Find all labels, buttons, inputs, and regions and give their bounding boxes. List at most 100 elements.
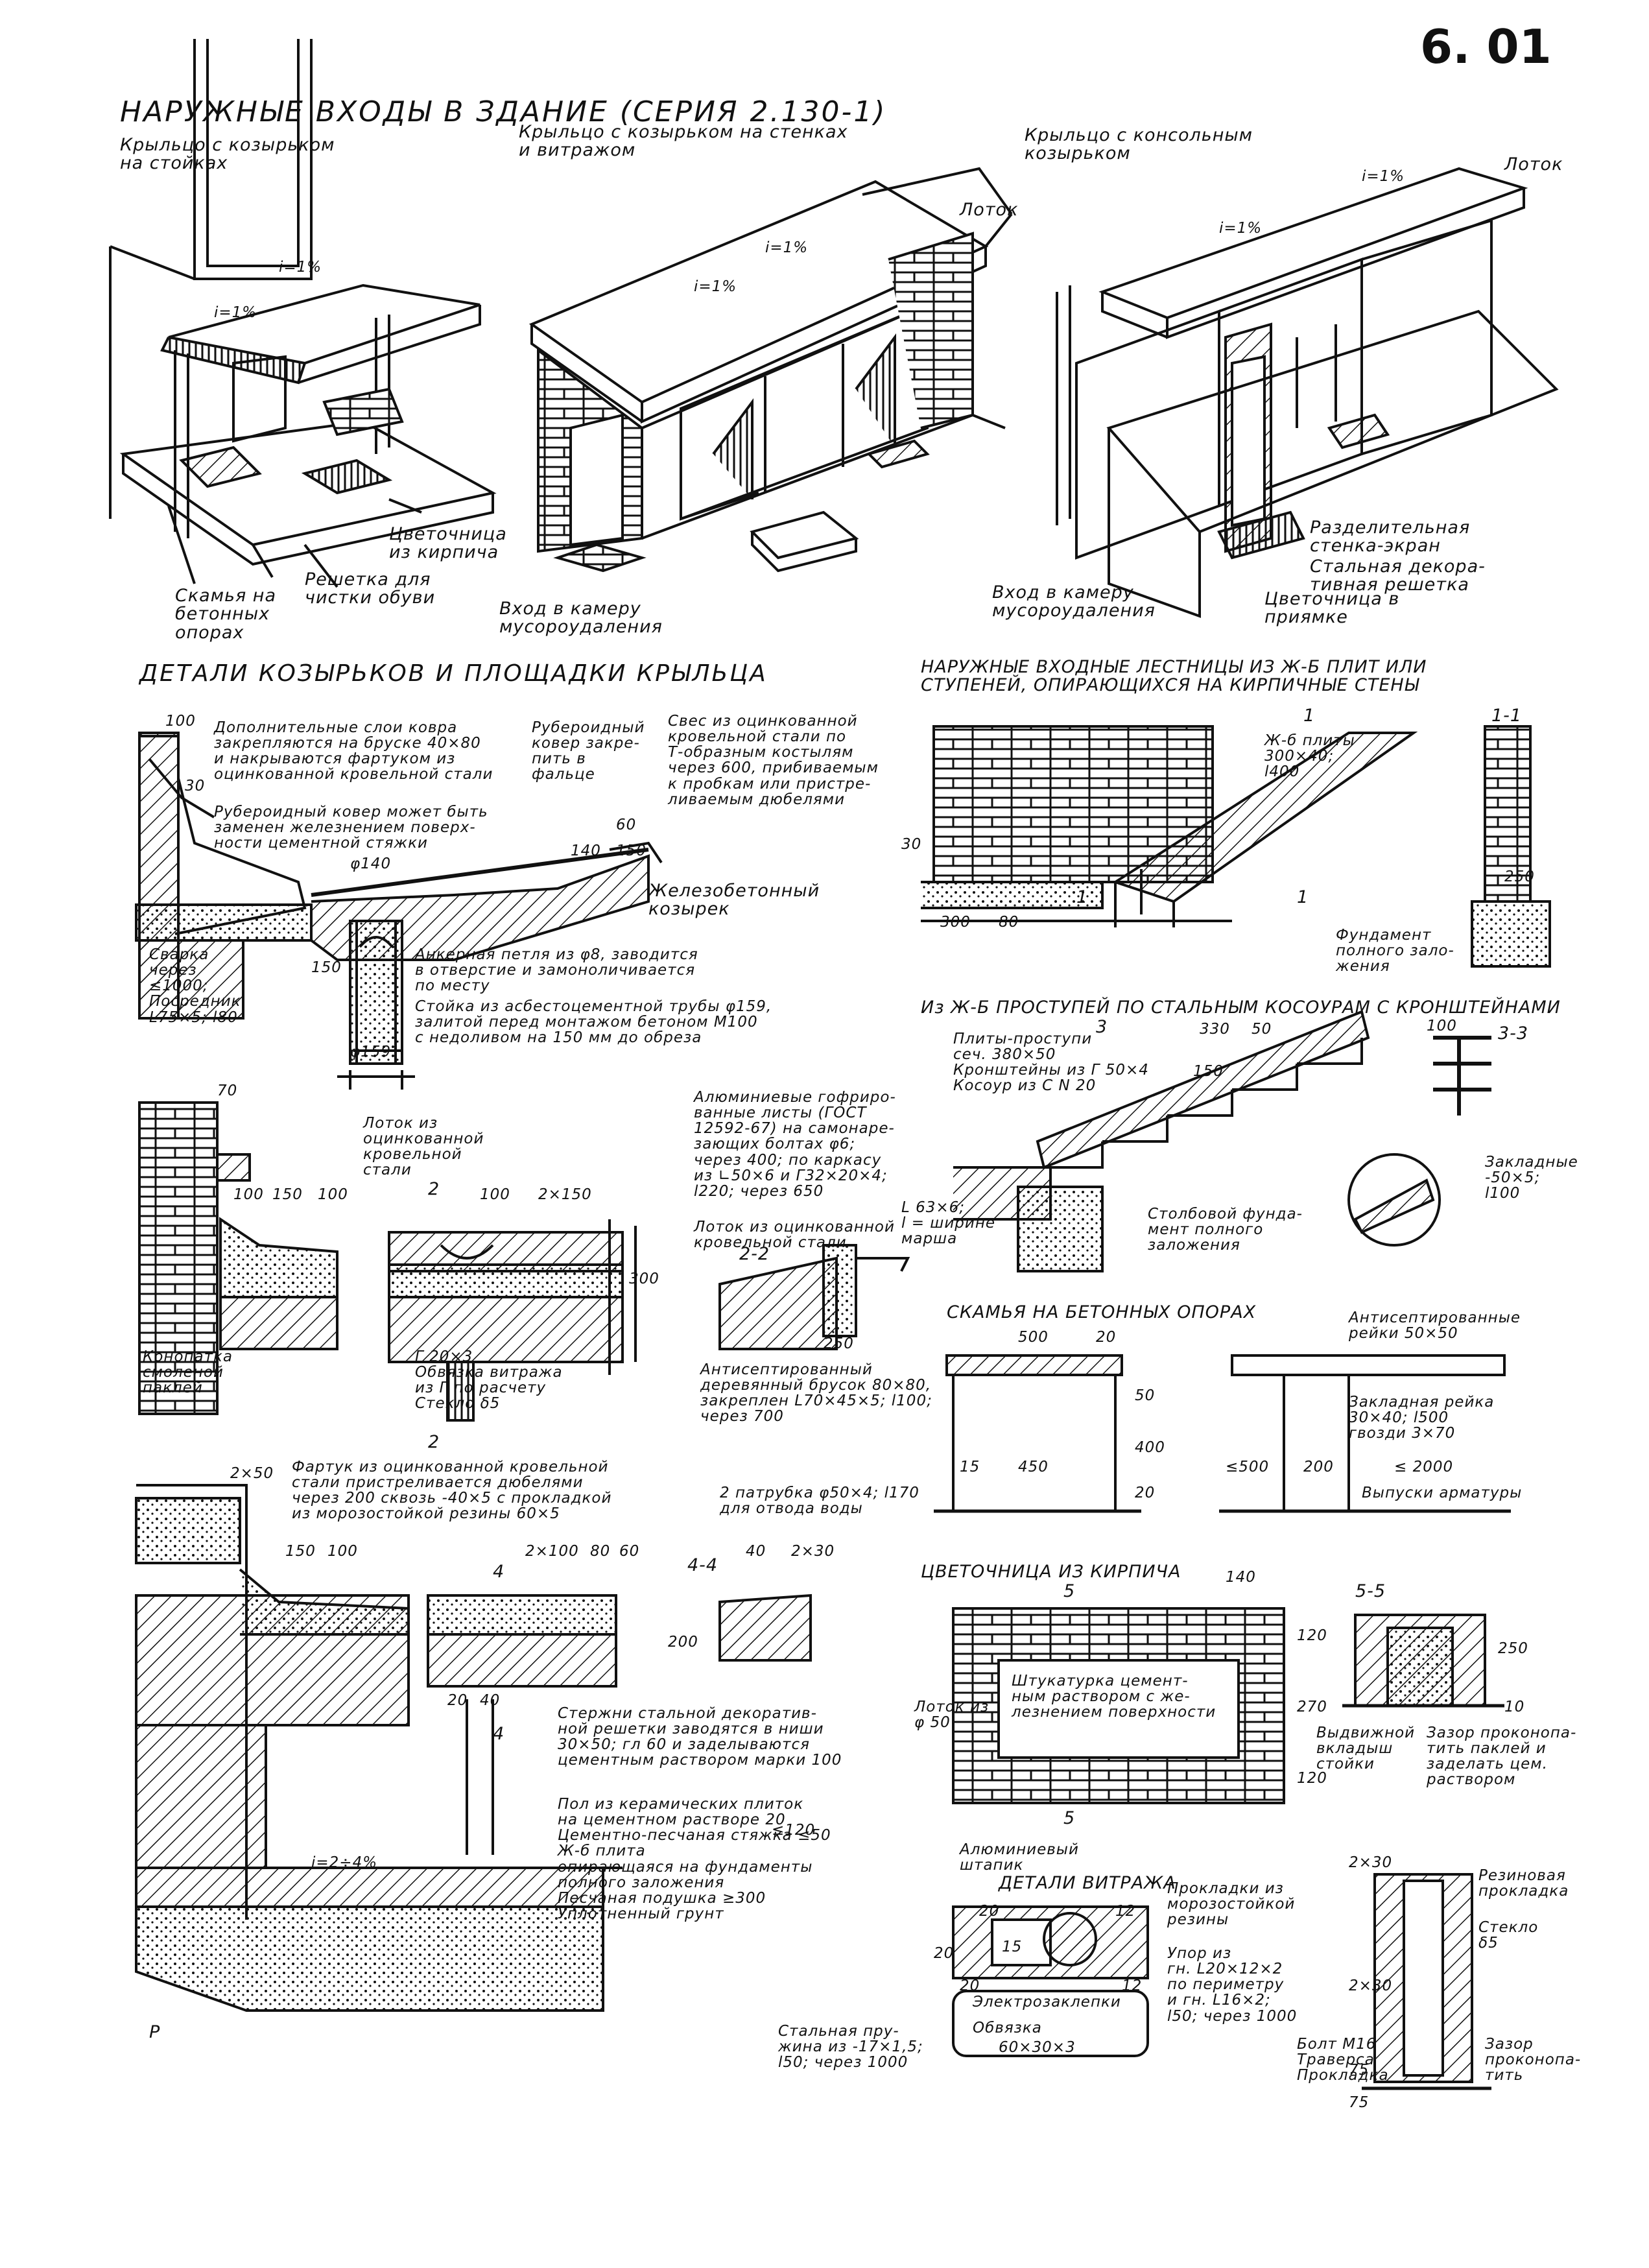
frame-size-label: 60×30×3 [999,2039,1076,2056]
gaskets-note: Прокладки из морозостойкой резины [1167,1880,1296,1929]
floor-layers-note: Пол из керамических плиток на цементном … [558,1796,831,1922]
dim-bench-20b: 20 [1135,1485,1156,1501]
dim-s2-100c: 100 [480,1186,510,1203]
slope-label-2: i=1% [214,304,257,321]
dim-100: 100 [165,713,196,730]
dim-v-2x30: 2×30 [1349,1854,1393,1871]
brick-flowerbed [952,1607,1504,1804]
section-mark-1b: 1 [1076,887,1089,907]
note-ruberoid: Рубероидный ковер может быть заменен жел… [214,804,488,852]
tray-pipe-note: Лоток из φ 50 [914,1699,990,1732]
tray-note: Лоток из оцинкованной кровельной стали [363,1115,484,1179]
dim-bench-50: 50 [1135,1387,1156,1404]
foundation-note: Фундамент полного зало- жения [1336,927,1454,975]
vitrage-details-title: ДЕТАЛИ ВИТРАЖА [999,1873,1176,1893]
dim-bench-20: 20 [1096,1329,1117,1346]
garbage-entry-1: Вход в камеру мусороудаления [499,599,663,638]
vitrage-details [952,1873,1491,2090]
section-mark-2a: 2 [428,1179,440,1199]
rebar-note: Выпуски арматуры [1362,1485,1523,1501]
garbage-entry-2: Вход в камеру мусороудаления [992,582,1156,621]
dim-v-20c: 20 [960,1977,980,1994]
dim-s3-100: 100 [327,1543,358,1560]
dim-v-12b: 12 [1122,1977,1143,1994]
slope-label-6: i=1% [1362,168,1405,185]
section-4-4-label: 4-4 [687,1555,718,1575]
p-mark: P [149,2022,161,2042]
section-mark-3: 3 [1096,1017,1108,1037]
porch-on-posts-view [109,39,497,588]
rubber-gasket-note: Резиновая прокладка [1478,1867,1569,1900]
dim-s3-2x100: 2×100 [525,1543,579,1560]
dim-stairs-250: 250 [1504,868,1535,885]
dim-30: 30 [185,778,206,794]
grate-label: Решетка для чистки обуви [305,569,436,608]
canopy-section-detail [135,732,663,1090]
flowerbed-pit-label: Цветочница в приямке [1264,589,1400,628]
canopy-section-2 [138,1101,910,1422]
dim-bench-500: 500 [1018,1329,1049,1346]
insert-note: Выдвижной вкладыш стойки [1316,1725,1416,1773]
section-mark-4b: 4 [493,1724,505,1744]
dim-70: 70 [217,1082,238,1099]
dim-s3-40: 40 [746,1543,766,1560]
stairs-on-brick-walls [921,725,1551,968]
dim-v-75: 75 [1349,2062,1370,2079]
gap-caulk-note: Зазор проконопа- тить паклей и заделать … [1427,1725,1577,1789]
flowerbed-label: Цветочница из кирпича [389,524,507,563]
caulk-note: Конопатка смоленой паклей [143,1348,233,1397]
dim-bench-2000: ≤ 2000 [1394,1459,1454,1475]
slope-label-4: i=1% [765,239,809,256]
rods-note: Стержни стальной декоратив- ной решетки … [558,1705,842,1769]
dim-s2-150: 150 [272,1186,303,1203]
porch1-title: Крыльцо с козырьком на стойках [120,135,335,174]
gap-note: Зазор проконопа- тить [1485,2036,1582,2084]
dim-v-12: 12 [1115,1903,1136,1920]
bolt-note: Болт М16 Траверса Прокладка [1297,2036,1389,2084]
welds-label: Электрозаклепки [973,1994,1121,2011]
bench-label: Скамья на бетонных опорах [175,586,277,643]
dim-stairs-100: 100 [1427,1018,1457,1034]
dim-s2-300: 300 [629,1271,659,1287]
slope-label-1: i=1% [279,259,322,276]
dim-s3-200: 200 [668,1634,698,1651]
sheet-number: 6. 01 [1420,19,1552,74]
dim-s3-120: ≤120 [772,1822,816,1839]
dim-s2-250: 250 [824,1335,854,1352]
dim-stairs-150: 150 [1193,1063,1224,1080]
column-foundation-note: Столбовой фунда- мент полного заложения [1148,1206,1303,1254]
apron-note: Фартук из оцинкованной кровельной стали … [292,1459,612,1523]
stairs-on-steel-stringers [953,1010,1491,1272]
antiseptic-slats-note: Антисептированные рейки 50×50 [1349,1309,1521,1343]
dim-s3-150: 150 [285,1543,316,1560]
partition-label: Разделительная стенка-экран [1310,518,1471,556]
section-3-3-label: 3-3 [1498,1023,1529,1044]
stringer-stairs-title: Из Ж-Б ПРОСТУПЕЙ ПО СТАЛЬНЫМ КОСОУРАМ С … [921,997,1561,1018]
slope-label-3: i=1% [694,278,737,295]
dim-s2-100a: 100 [233,1186,264,1203]
treads-note: Плиты-проступи сеч. 380×50 Кронштейны из… [953,1031,1149,1095]
dim-stairs-30: 30 [901,836,922,853]
dim-v-75b: 75 [1349,2094,1370,2111]
plaster-note: Штукатурка цемент- ным раствором с же- л… [1012,1673,1216,1721]
anchor-note: Анкерная петля из φ8, заводится в отверс… [415,946,698,995]
glass-note: Стекло δ5 [1478,1919,1539,1952]
porch-with-cantilever-view [1056,167,1559,618]
dim-stairs-330: 330 [1200,1021,1230,1038]
tray-label-2: Лоток [1504,154,1563,174]
section-mark-5b: 5 [1063,1808,1076,1828]
dim-v-20b: 20 [934,1945,955,1962]
dim-phi140: φ140 [350,855,392,872]
dim-fb-10: 10 [1504,1699,1525,1715]
stairs-title: НАРУЖНЫЕ ВХОДНЫЕ ЛЕСТНИЦЫ ИЗ Ж-Б ПЛИТ ИЛ… [921,657,1427,696]
slope-label-platform: i=2÷4% [311,1854,378,1871]
frame-note: Г 20×3 Обвязка витража из Г по расчету С… [415,1348,563,1413]
dim-s2-100b: 100 [318,1186,348,1203]
dim-fb-270: 270 [1297,1699,1327,1715]
dim-fb-250: 250 [1498,1640,1528,1657]
dim-fb-120b: 120 [1297,1770,1327,1787]
embedded-plates-note: Закладные -50×5; l100 [1485,1154,1578,1202]
flowerbed-title: ЦВЕТОЧНИЦА ИЗ КИРПИЧА [921,1562,1181,1582]
note-ruberoid-fold: Рубероидный ковер закре- пить в фальце [532,719,645,783]
weld-note: Сварка через ≤1000; Посредник L75×5; l80 [149,946,241,1026]
